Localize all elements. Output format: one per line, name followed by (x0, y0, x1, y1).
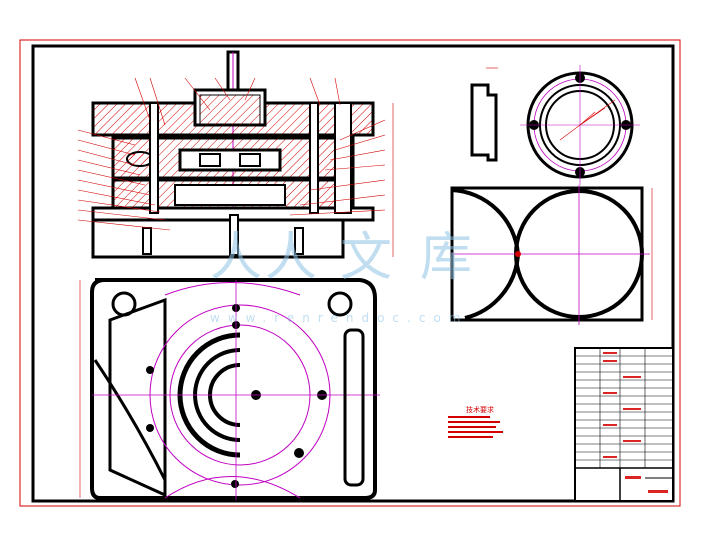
technical-requirements-title: 技术要求 (466, 405, 494, 414)
technical-requirements: 技术要求 (448, 405, 503, 438)
watermark-url: www.renrendoc.com (210, 311, 468, 325)
watermark-logo-char-1: 人 (210, 228, 262, 288)
part-profile-view (470, 67, 498, 162)
watermark-logo-char-2: 人 (265, 228, 317, 288)
part-cavity-view (450, 185, 653, 325)
sheet-border (19, 39, 681, 507)
watermark-logo-char-3: 文 (340, 228, 392, 288)
section-view (77, 50, 394, 259)
watermark-logo-char-4: 库 (420, 228, 472, 288)
watermark: 人 人 文 库 www.renrendoc.com (210, 228, 472, 325)
plan-view (79, 278, 380, 500)
title-block (574, 347, 674, 502)
part-ring-view (520, 65, 640, 185)
